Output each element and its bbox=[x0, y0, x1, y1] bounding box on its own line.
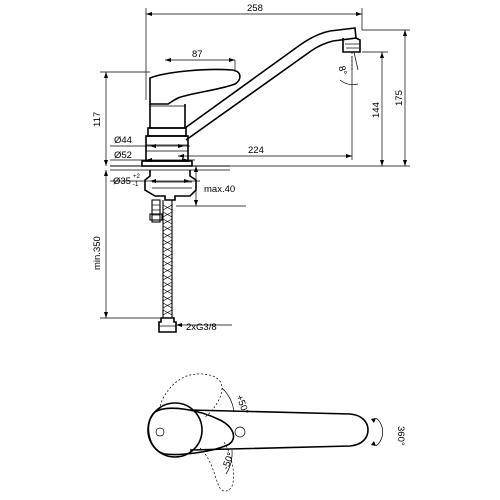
mounting-nut bbox=[144, 170, 197, 201]
dim-dia-44: Ø44 bbox=[114, 135, 132, 146]
aerator bbox=[342, 37, 361, 53]
lever-rotated-minus bbox=[199, 441, 234, 492]
faucet-top-view: +50° -50° 360° bbox=[147, 373, 406, 492]
hose-connector bbox=[158, 317, 177, 333]
dim-dia-52: Ø52 bbox=[114, 150, 132, 161]
lever-handle bbox=[149, 68, 241, 105]
dim-hose-length: min.350 bbox=[92, 236, 103, 270]
lever-rotated-plus bbox=[159, 373, 223, 419]
lever-minus-angle: -50° bbox=[220, 451, 236, 471]
cartridge-body bbox=[149, 104, 186, 129]
dim-total-width: 258 bbox=[247, 3, 263, 14]
body-ring bbox=[147, 127, 187, 137]
swivel-arc bbox=[375, 417, 384, 447]
dim-body-height: 117 bbox=[92, 112, 103, 127]
tilt-angle-label: 8° bbox=[336, 65, 349, 77]
dim-hole-tol-plus: +2 bbox=[133, 174, 141, 180]
dim-lever-width: 87 bbox=[192, 49, 203, 60]
spout bbox=[184, 27, 357, 141]
dimension-lines: 258 87 117 Ø44 Ø52 224 144 175 bbox=[92, 3, 410, 333]
lever-plus-angle: +50° bbox=[233, 393, 250, 416]
dim-max-deck: max.40 bbox=[204, 184, 235, 195]
dim-spout-height: 144 bbox=[371, 102, 382, 118]
faucet-side-view: 8° bbox=[110, 27, 361, 333]
spout-top-outline bbox=[189, 409, 369, 451]
body-lower bbox=[145, 135, 189, 162]
dim-hole-tol-minus: -1 bbox=[133, 182, 139, 188]
lever-top-outline bbox=[147, 407, 235, 456]
dim-total-height: 175 bbox=[394, 90, 405, 106]
dim-spout-reach: 224 bbox=[248, 145, 264, 156]
swivel-angle-label: 360° bbox=[395, 426, 406, 446]
threaded-rod bbox=[151, 199, 161, 223]
base-plate bbox=[141, 160, 193, 167]
dim-connection: 2xG3/8 bbox=[186, 322, 217, 333]
flexible-hose bbox=[162, 200, 173, 318]
dim-hole-dia: Ø35 bbox=[113, 176, 131, 187]
